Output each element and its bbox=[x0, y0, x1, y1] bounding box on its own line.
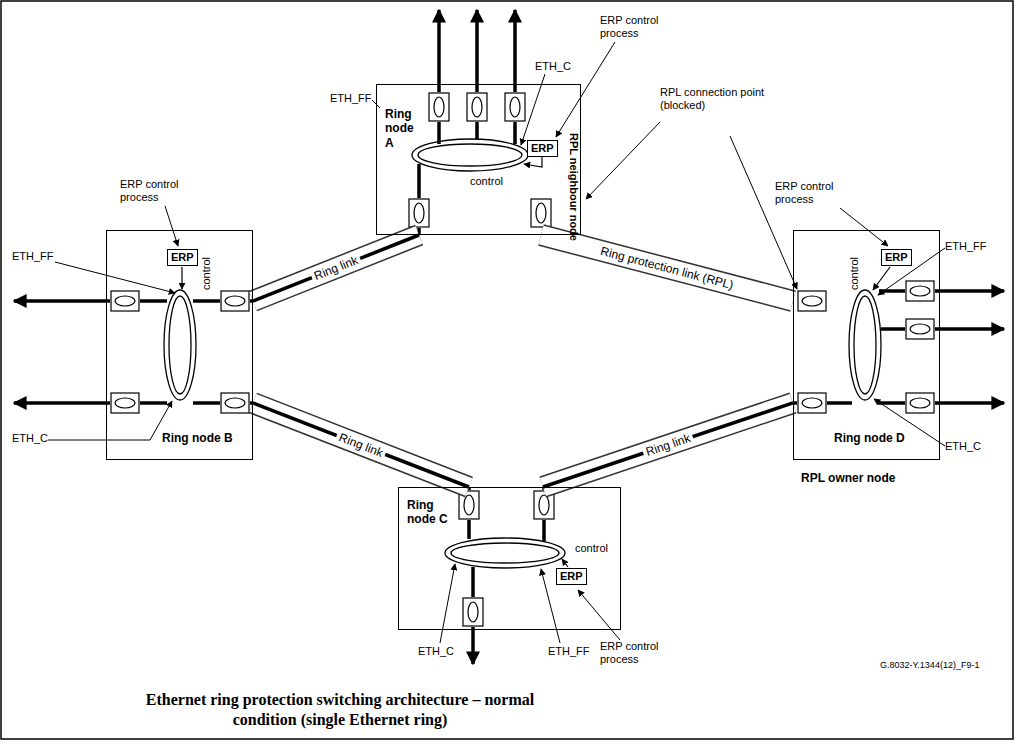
ring-link bbox=[253, 403, 469, 487]
callout-label: ETH_FF bbox=[548, 645, 590, 658]
link-label: Ring protection link (RPL) bbox=[596, 243, 738, 293]
ring-link bbox=[253, 235, 419, 301]
ring-protection-link bbox=[541, 235, 793, 301]
callout-label: ERP control process bbox=[775, 180, 853, 205]
node-title: Ring node D bbox=[834, 431, 905, 445]
erp-label: ERP bbox=[885, 251, 908, 264]
node-title: Ring node A bbox=[385, 107, 425, 150]
erp-control-box: ERP bbox=[881, 249, 912, 266]
erp-label: ERP bbox=[560, 570, 583, 583]
callout-label: control bbox=[470, 175, 503, 188]
callout-label: ETH_C bbox=[535, 60, 571, 73]
callout-label: ETH_FF bbox=[12, 250, 54, 263]
erp-control-box: ERP bbox=[527, 140, 558, 157]
erp-control-box: ERP bbox=[167, 249, 198, 266]
ring-link bbox=[543, 403, 793, 487]
callout-label: ETH_C bbox=[418, 645, 454, 658]
ring-node-box: Ring node DRPL owner nodeERP bbox=[793, 230, 940, 460]
callout-label: ERP control process bbox=[120, 178, 200, 203]
erp-label: ERP bbox=[171, 251, 194, 264]
callout-label: ERP control process bbox=[600, 640, 680, 665]
callout-label: ETH_C bbox=[945, 440, 981, 453]
erp-label: ERP bbox=[531, 142, 554, 155]
callout-label: ETH_C bbox=[12, 432, 48, 445]
callout-label: G.8032-Y.1344(12)_F9-1 bbox=[880, 660, 979, 670]
erp-control-box: ERP bbox=[556, 568, 587, 585]
callout-label: ETH_FF bbox=[330, 92, 372, 105]
callout-label: control bbox=[575, 542, 608, 555]
ring-node-box: Ring node ARPL neighbour nodeERP bbox=[376, 84, 581, 235]
callout-label: ETH_FF bbox=[945, 240, 987, 253]
figure-caption: Ethernet ring protection switching archi… bbox=[130, 690, 550, 730]
callout-label: control bbox=[200, 257, 213, 290]
node-title: Ring node C bbox=[407, 498, 449, 527]
ring-node-box: Ring node B ERP bbox=[106, 230, 253, 460]
callout-label: ERP control process bbox=[600, 14, 680, 39]
ring-node-box: Ring node C ERP bbox=[398, 487, 621, 630]
node-role: RPL neighbour node bbox=[567, 133, 580, 241]
node-role: RPL owner node bbox=[801, 471, 895, 485]
callout-label: RPL connection point (blocked) bbox=[660, 86, 770, 111]
node-title: Ring node B bbox=[162, 431, 233, 445]
callout-label: control bbox=[848, 257, 861, 290]
